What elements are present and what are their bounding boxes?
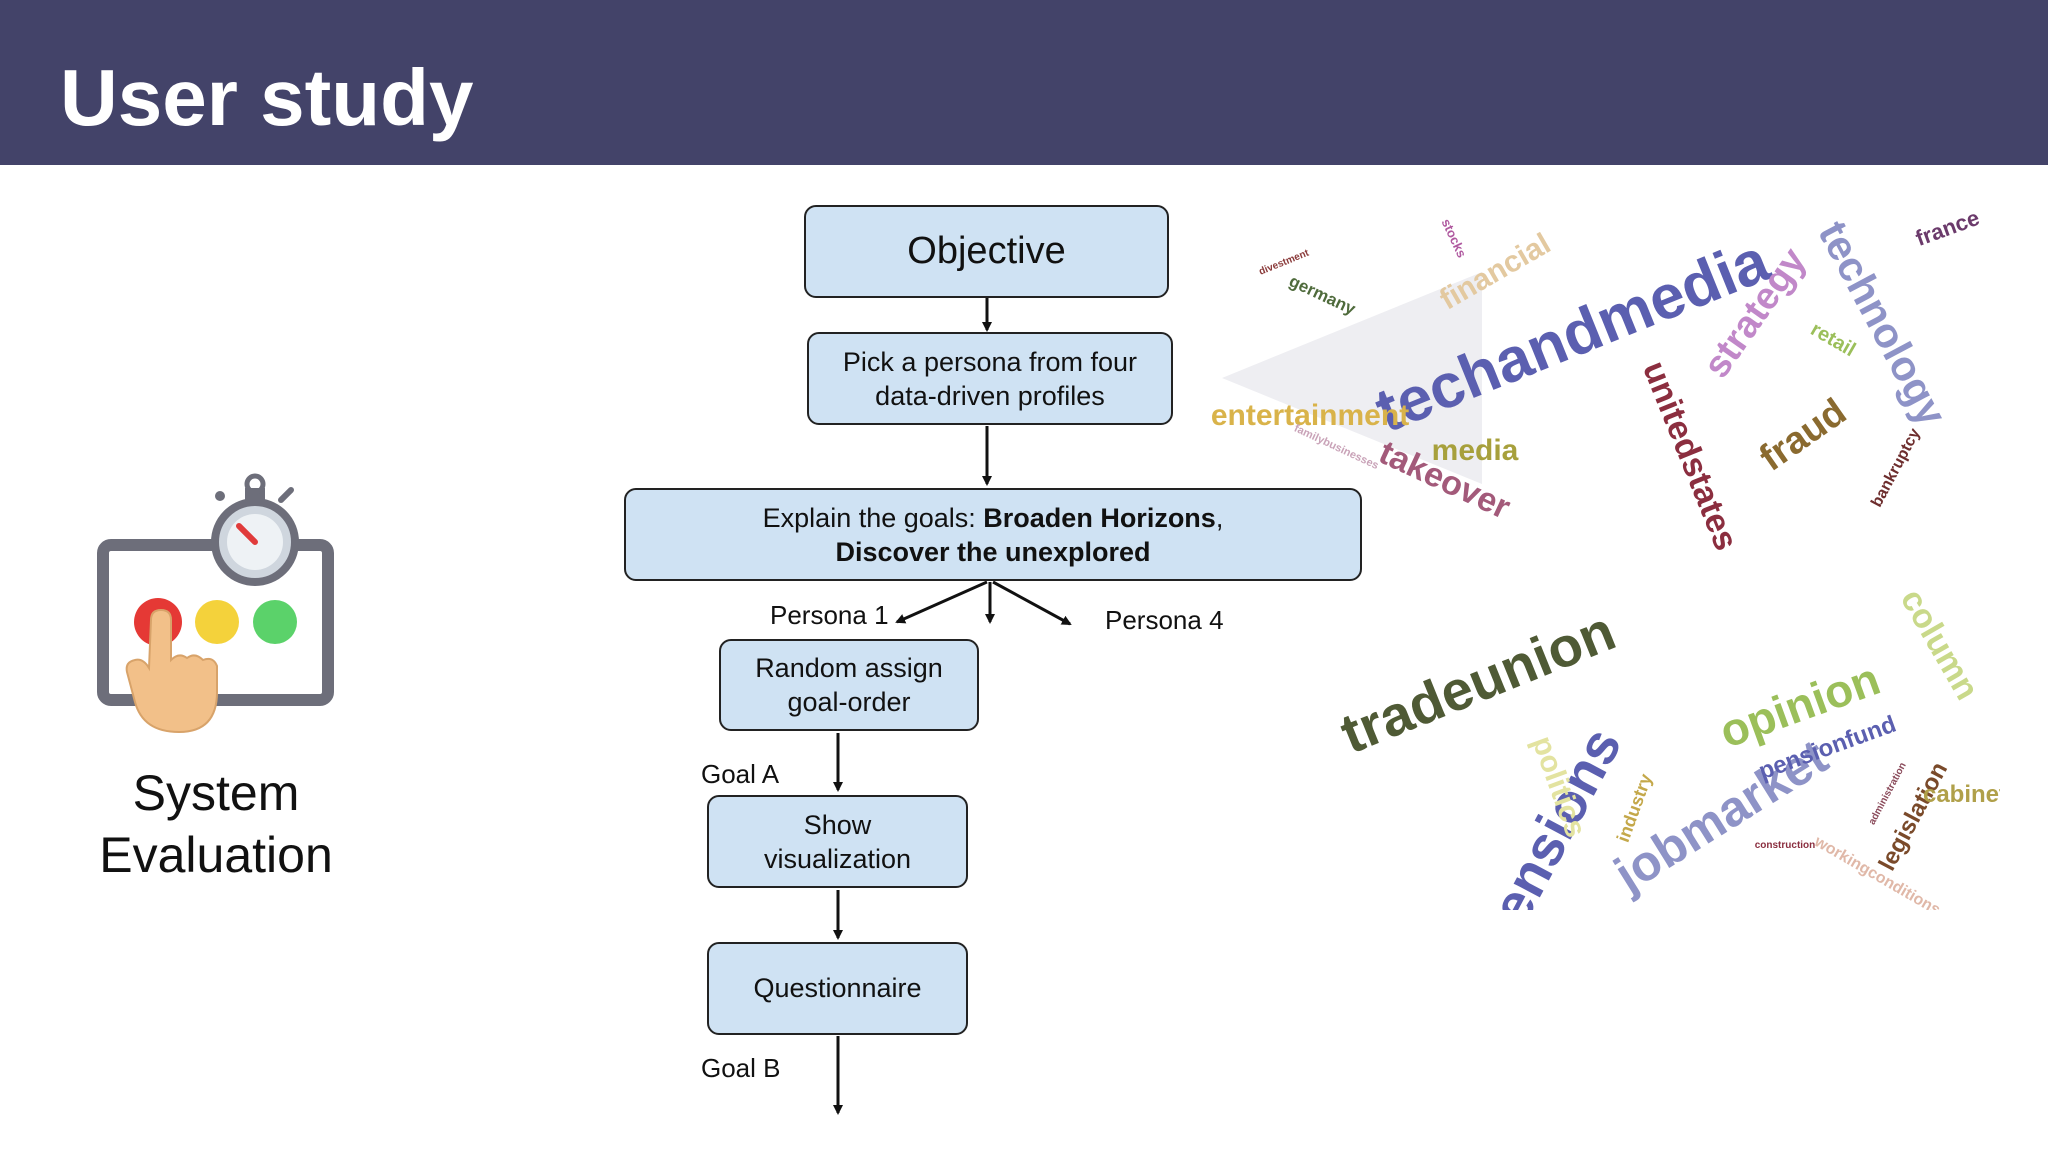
goals-comma: , — [1215, 502, 1224, 533]
word-cloud-word: divestment — [1258, 247, 1312, 277]
system-evaluation-label: System Evaluation — [99, 765, 333, 883]
goals-text: Explain the goals: Broaden Horizons, Dis… — [763, 501, 1224, 569]
word-cloud-word: stocks — [1439, 216, 1470, 260]
arrow-to-persona1 — [895, 580, 988, 624]
persona-pick-label: Pick a persona from four data-driven pro… — [842, 346, 1138, 411]
show-visualization-label: Show visualization — [763, 809, 912, 874]
questionnaire-box: Questionnaire — [707, 942, 968, 1035]
word-cloud-word: legislation — [1874, 758, 1954, 875]
goals-box: Explain the goals: Broaden Horizons, Dis… — [624, 488, 1362, 581]
page-title: User study — [60, 53, 474, 142]
stopwatch-touchscreen-icon — [97, 473, 334, 734]
goal-b-label: Goal B — [701, 1053, 781, 1083]
word-cloud-word: column — [1893, 583, 1986, 707]
word-cloud-word: cabinet — [1923, 781, 2000, 808]
questionnaire-label: Questionnaire — [753, 973, 922, 1003]
word-cloud-word: entertainment — [1211, 399, 1409, 432]
word-cloud-word: construction — [1755, 840, 1816, 851]
persona4-label: Persona 4 — [1105, 605, 1224, 635]
word-cloud-word: media — [1432, 434, 1519, 467]
word-cloud-word: germany — [1286, 271, 1359, 318]
objective-box: Objective — [804, 205, 1169, 298]
random-assign-label: Random assign goal-order — [755, 653, 943, 717]
objective-label: Objective — [907, 230, 1066, 272]
goals-broaden-horizons: Broaden Horizons — [983, 502, 1216, 533]
word-cloud-word: retail — [1807, 318, 1859, 361]
show-visualization-box: Show visualization — [707, 795, 968, 888]
goals-prefix: Explain the goals: — [762, 502, 984, 533]
word-cloud-word: bankruptcy — [1868, 426, 1924, 510]
goal-a-label: Goal A — [701, 759, 780, 789]
word-cloud-word: fraud — [1752, 391, 1854, 480]
word-cloud-word: workingconditions — [1811, 833, 1944, 910]
goals-discover-unexplored: Discover the unexplored — [835, 536, 1151, 567]
word-cloud-word: france — [1912, 205, 1983, 251]
arrow-to-persona4 — [992, 580, 1072, 626]
random-assign-box: Random assign goal-order — [719, 639, 979, 731]
persona-pick-box: Pick a persona from four data-driven pro… — [807, 332, 1173, 425]
title-bar: User study — [0, 0, 2048, 165]
persona1-label: Persona 1 — [770, 600, 889, 630]
callout-triangle-shape — [1222, 272, 1482, 484]
